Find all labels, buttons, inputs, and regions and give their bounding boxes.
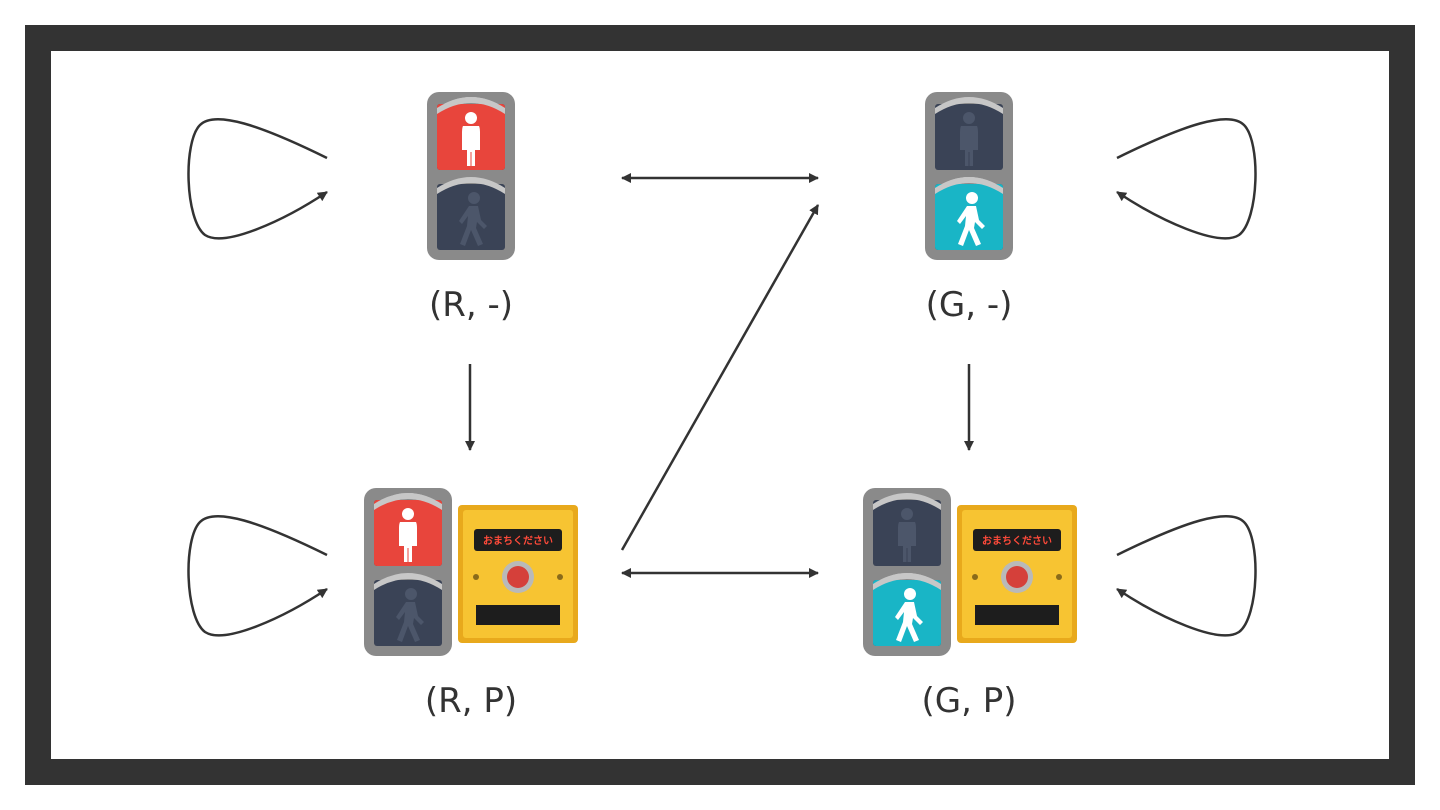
diagram-frame bbox=[25, 25, 1415, 785]
push-button-box-red: おまちください bbox=[458, 505, 578, 643]
signal-state-red-pressed bbox=[364, 488, 452, 656]
state-label-r-none: (R, -) bbox=[429, 285, 513, 325]
arrow-rp-gn bbox=[620, 204, 820, 551]
signal-state-red-idle bbox=[427, 92, 515, 260]
state-label-g-pressed: (G, P) bbox=[922, 681, 1017, 721]
button-display-text: おまちください bbox=[982, 535, 1052, 547]
push-button-box-green: おまちください bbox=[957, 505, 1077, 643]
signal-state-green-idle bbox=[925, 92, 1013, 260]
signal-state-green-pressed bbox=[863, 488, 951, 656]
self-loop-gn bbox=[1116, 117, 1257, 240]
self-loop-rp bbox=[187, 514, 328, 637]
state-label-g-none: (G, -) bbox=[926, 285, 1013, 325]
button-display-text: おまちください bbox=[483, 535, 553, 547]
self-loop-rn bbox=[187, 117, 328, 240]
self-loop-gp bbox=[1116, 514, 1257, 637]
state-label-r-pressed: (R, P) bbox=[425, 681, 517, 721]
